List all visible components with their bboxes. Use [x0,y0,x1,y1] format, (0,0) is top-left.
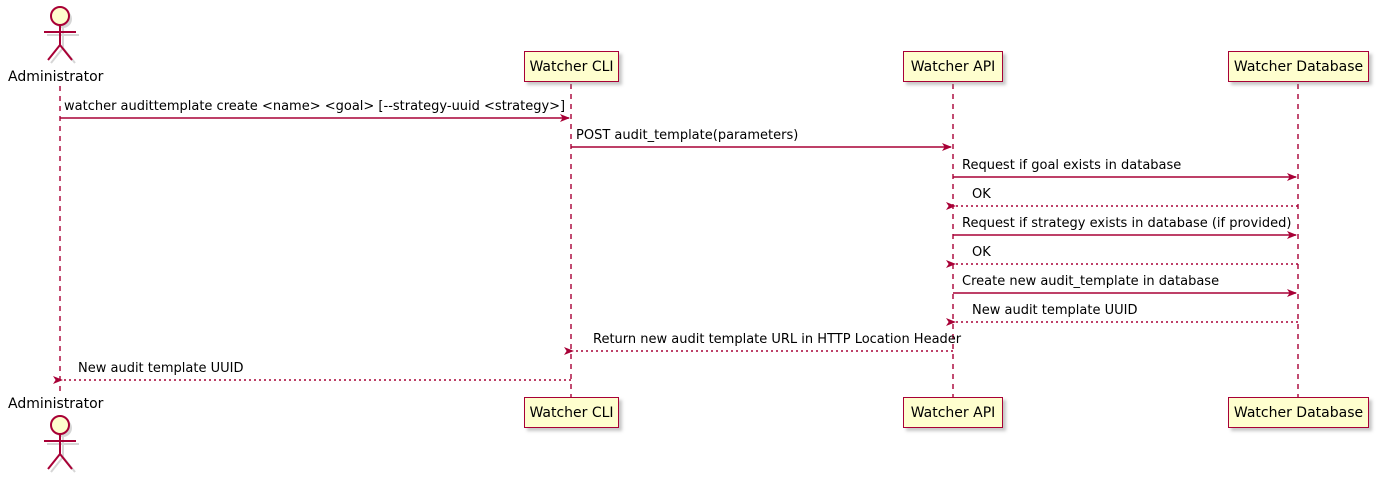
message-label-9: Return new audit template URL in HTTP Lo… [593,332,962,347]
message-label-1: watcher audittemplate create <name> <goa… [64,99,566,114]
participant-box-watcher-cli-top[interactable]: Watcher CLI [524,51,619,82]
participant-box-watcher-api-top[interactable]: Watcher API [903,51,1003,82]
message-label-3: Request if goal exists in database [962,158,1182,173]
participant-label-watcher-api: Watcher API [910,58,996,75]
participant-box-watcher-database-top[interactable]: Watcher Database [1228,51,1369,82]
actor-label-administrator-top: Administrator [8,69,104,85]
participant-label-watcher-cli: Watcher CLI [529,404,614,421]
message-label-4: OK [972,187,991,202]
participant-box-watcher-api-bottom[interactable]: Watcher API [903,397,1003,428]
message-label-10: New audit template UUID [78,361,244,376]
message-label-2: POST audit_template(parameters) [576,128,799,143]
message-label-5: Request if strategy exists in database (… [962,216,1292,231]
actor-label-administrator-bottom: Administrator [8,396,104,412]
message-label-6: OK [972,245,991,260]
participant-label-watcher-api: Watcher API [910,404,996,421]
message-label-7: Create new audit_template in database [962,274,1220,289]
participant-box-watcher-database-bottom[interactable]: Watcher Database [1228,397,1369,428]
participant-label-watcher-cli: Watcher CLI [529,58,614,75]
participant-label-watcher-database: Watcher Database [1233,58,1364,75]
participant-label-watcher-database: Watcher Database [1233,404,1364,421]
actor-administrator-bottom [44,415,79,473]
message-label-8: New audit template UUID [972,303,1138,318]
actor-administrator-top [44,6,79,64]
participant-box-watcher-cli-bottom[interactable]: Watcher CLI [524,397,619,428]
